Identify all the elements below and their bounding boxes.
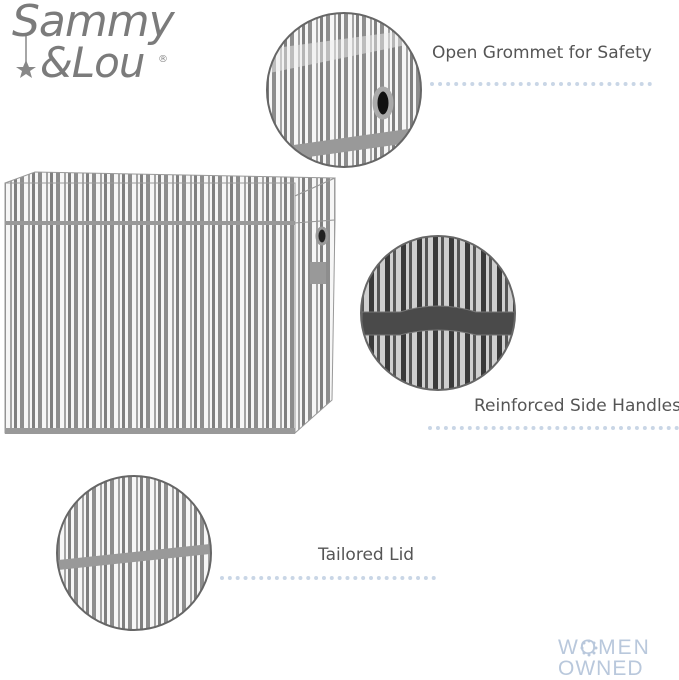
women-owned-flower-icon — [580, 639, 598, 657]
divider-dots — [430, 82, 652, 86]
divider-dots — [428, 426, 679, 430]
feature-label-handles: Reinforced Side Handles — [474, 396, 679, 416]
women-owned-badge: WOMEN OWNED — [558, 637, 651, 679]
handle-closeup — [361, 236, 515, 390]
logo-star-icon — [16, 60, 36, 78]
storage-box — [4, 171, 336, 435]
lid-closeup — [57, 476, 211, 630]
badge-line2: OWNED — [558, 657, 644, 680]
brand-logo-sammy: Sammy — [12, 0, 175, 47]
registered-mark: ® — [158, 54, 168, 65]
feature-label-lid: Tailored Lid — [318, 545, 415, 565]
side-handle — [310, 262, 326, 284]
badge-line1: WOMEN — [558, 636, 651, 659]
divider-dots — [220, 576, 436, 580]
feature-label-grommet: Open Grommet for Safety — [432, 43, 652, 63]
grommet-icon — [315, 226, 329, 246]
grommet-closeup — [267, 13, 421, 167]
brand-logo-lou: &Lou — [40, 38, 145, 87]
